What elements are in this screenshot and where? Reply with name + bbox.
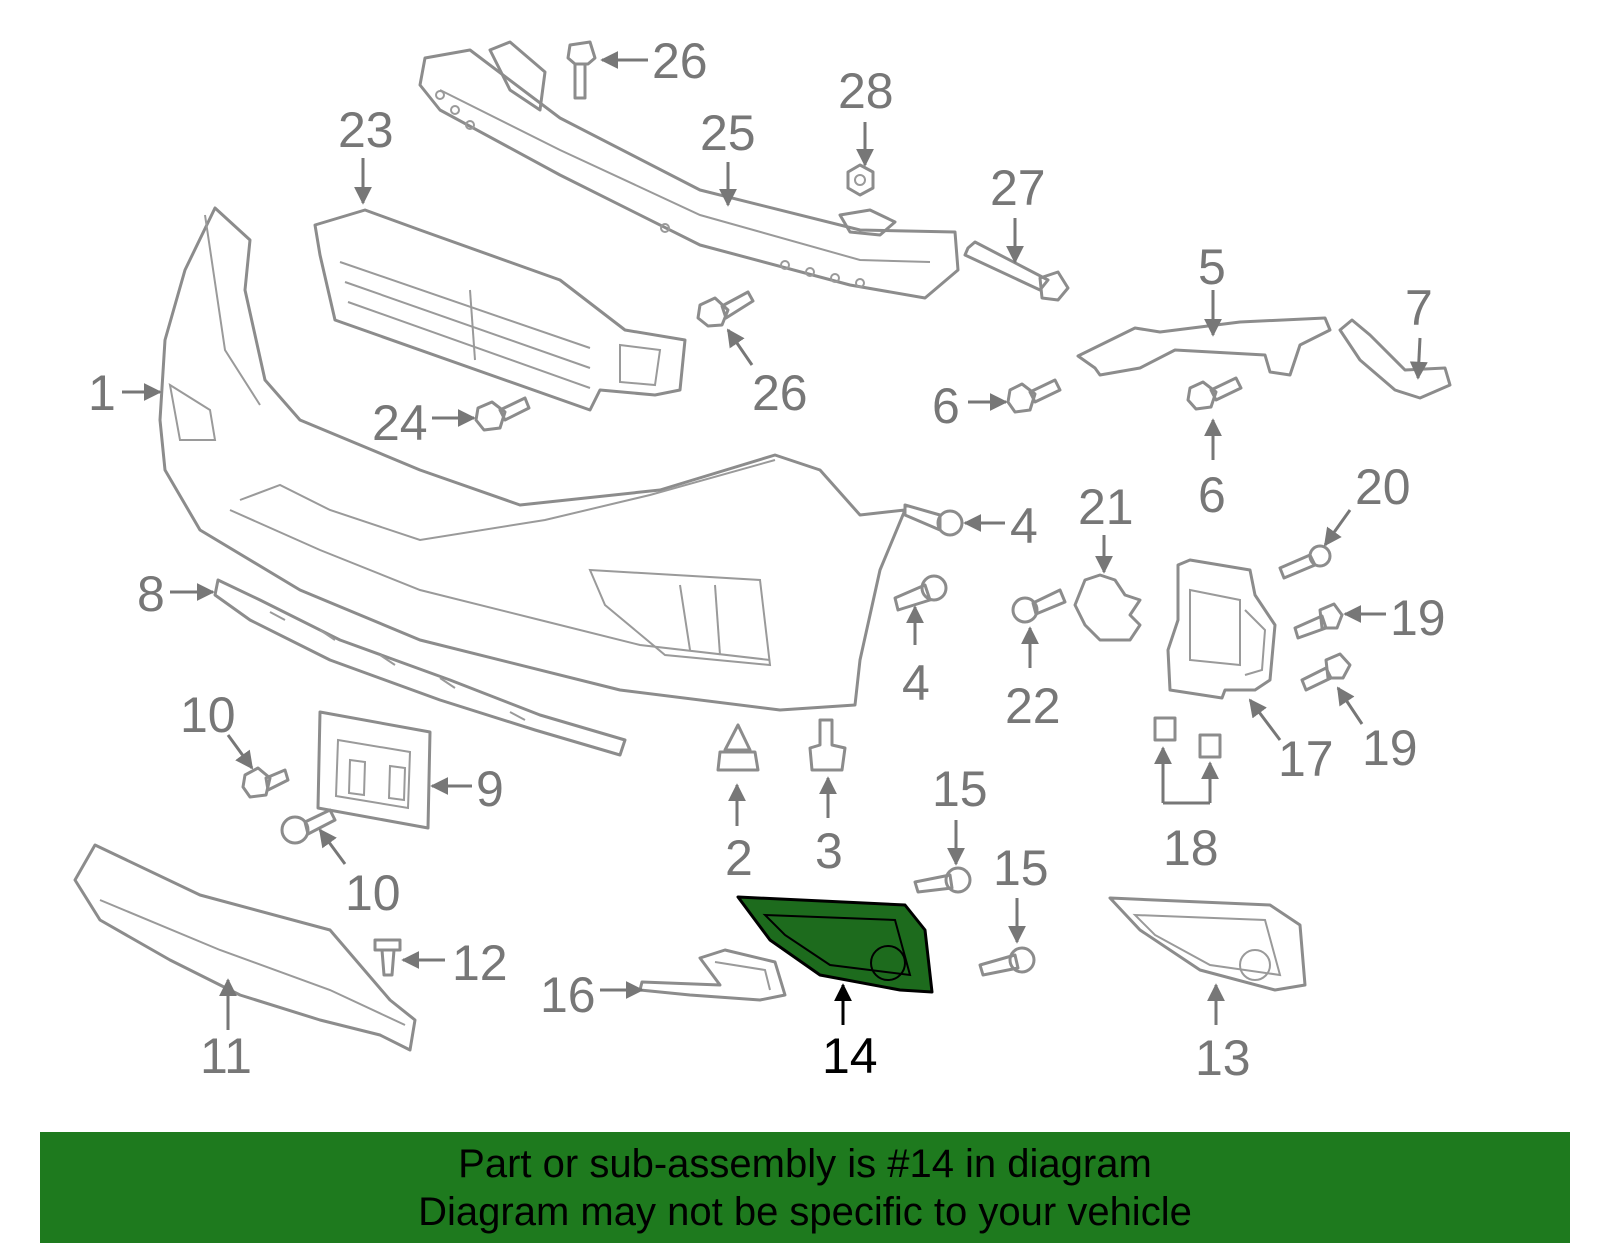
- callout-8: 8: [137, 566, 165, 622]
- fog-bezel-right: [1108, 896, 1307, 992]
- bumper-cover: [158, 206, 907, 712]
- fasteners: [241, 40, 1352, 977]
- fog-trim-strip: [638, 948, 787, 1002]
- grille-shutter: [313, 208, 687, 412]
- callout-10b: 10: [345, 865, 401, 921]
- callout-7: 7: [1405, 280, 1433, 336]
- callout-3: 3: [815, 823, 843, 879]
- callout-15a: 15: [932, 761, 988, 817]
- callout-4b: 4: [902, 655, 930, 711]
- callout-28: 28: [838, 63, 894, 119]
- side-bracket: [1166, 558, 1277, 700]
- callout-2: 2: [725, 830, 753, 886]
- callout-labels: 1 2 3 4 4 5 6 6 7 8 9 10 10 11 12 13 14 …: [88, 33, 1446, 1086]
- clip-bracket: [1073, 573, 1142, 642]
- lower-spoiler-strip: [213, 578, 627, 757]
- callout-19a: 19: [1390, 590, 1446, 646]
- callout-20: 20: [1355, 459, 1411, 515]
- callout-19b: 19: [1362, 720, 1418, 776]
- info-banner: Part or sub-assembly is #14 in diagram D…: [40, 1132, 1570, 1243]
- callout-12: 12: [452, 935, 508, 991]
- callout-18: 18: [1163, 820, 1219, 876]
- callout-27: 27: [990, 160, 1046, 216]
- callout-5: 5: [1198, 239, 1226, 295]
- upper-side-bracket: [1076, 316, 1332, 377]
- callout-26a: 26: [652, 33, 708, 89]
- callout-4a: 4: [1010, 498, 1038, 554]
- callout-6a: 6: [932, 378, 960, 434]
- fog-bezel-left-highlighted: [736, 895, 934, 994]
- callout-1: 1: [88, 365, 116, 421]
- callout-24: 24: [372, 395, 428, 451]
- callout-10a: 10: [180, 687, 236, 743]
- callout-22: 22: [1005, 678, 1061, 734]
- leader-lines: [122, 51, 1428, 1030]
- side-clip: [1338, 318, 1452, 400]
- callout-13: 13: [1195, 1030, 1251, 1086]
- callout-9: 9: [476, 761, 504, 817]
- bumper-reinforcement-beam: [418, 40, 960, 300]
- callout-16: 16: [540, 967, 596, 1023]
- callout-25: 25: [700, 105, 756, 161]
- callout-14: 14: [822, 1028, 878, 1084]
- callout-26b: 26: [752, 365, 808, 421]
- callout-15b: 15: [993, 840, 1049, 896]
- license-plate-bracket: [316, 710, 432, 830]
- callout-17: 17: [1278, 731, 1334, 787]
- callout-23: 23: [338, 102, 394, 158]
- lower-valance: [73, 843, 417, 1052]
- callout-6b: 6: [1198, 467, 1226, 523]
- banner-line-disclaimer: Diagram may not be specific to your vehi…: [418, 1189, 1192, 1234]
- callout-11: 11: [200, 1028, 252, 1084]
- callout-21: 21: [1078, 479, 1134, 535]
- banner-line-part-number: Part or sub-assembly is #14 in diagram: [458, 1141, 1152, 1186]
